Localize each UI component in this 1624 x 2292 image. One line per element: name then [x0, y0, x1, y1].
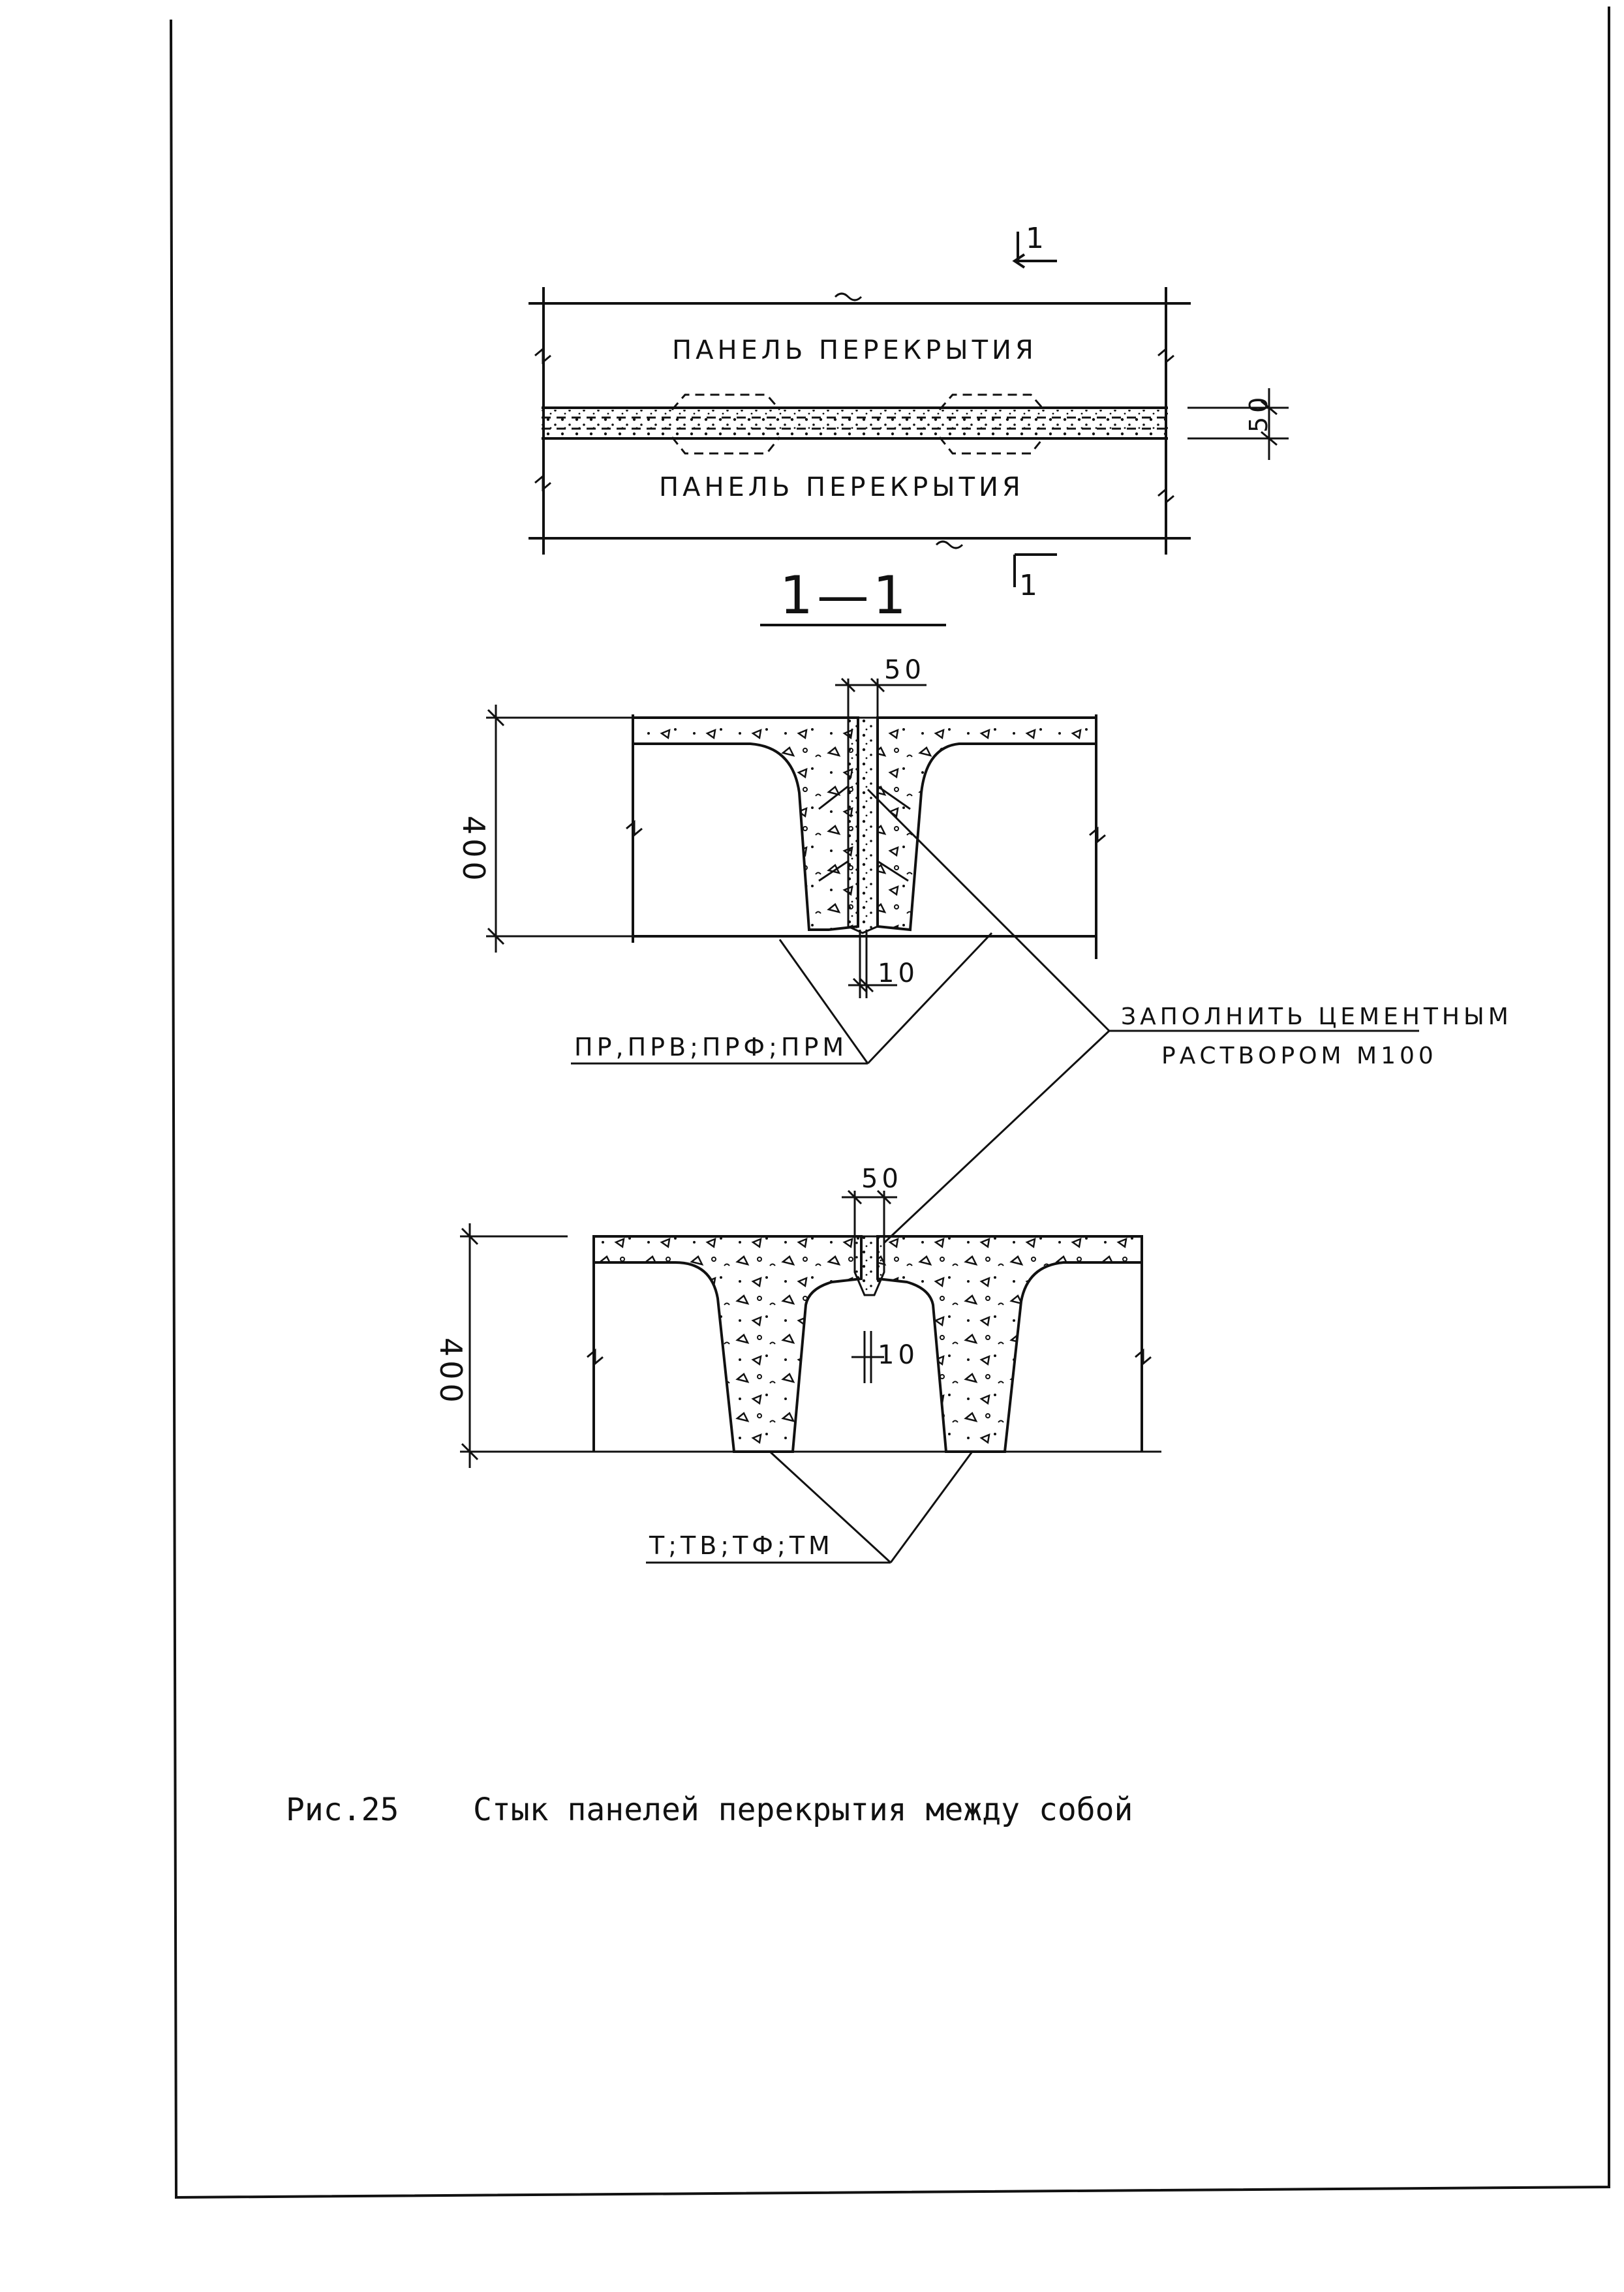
lower-top-gap-value: 50	[861, 1164, 902, 1194]
joint-strip	[542, 393, 1168, 455]
section-mark-label-bottom: 1	[1019, 569, 1041, 602]
upper-floor-panel: ПАНЕЛЬ ПЕРЕКРЫТИЯ	[529, 287, 1191, 555]
note-line-1: ЗАПОЛНИТЬ ЦЕМЕНТНЫМ	[1121, 1003, 1512, 1030]
upper-top-gap-dimension: 50	[835, 655, 927, 718]
upper-height-value: 400	[456, 816, 491, 885]
lower-left-rib	[592, 1235, 863, 1453]
section-mark-label-top: 1	[1026, 222, 1048, 255]
upper-panel-type-callout: ПР,ПРВ;ПРФ;ПРМ	[571, 932, 993, 1065]
section-cut-mark-top: 1	[1012, 222, 1057, 269]
mortar-note-callout: ЗАПОЛНИТЬ ЦЕМЕНТНЫМ РАСТВОРОМ М100	[866, 788, 1512, 1244]
plan-view: 1 1 ПАНЕЛЬ ПЕРЕКРЫТИЯ	[529, 222, 1289, 602]
upper-top-gap-value: 50	[884, 655, 925, 685]
section-title: 1—1	[760, 565, 946, 626]
sheet-frame	[170, 7, 1610, 2199]
note-line-2: РАСТВОРОМ М100	[1161, 1043, 1437, 1069]
lower-bottom-gap-value: 10	[878, 1340, 919, 1370]
joint-width-value: 50	[1244, 393, 1273, 433]
upper-bottom-gap-value: 10	[878, 958, 919, 988]
upper-left-rib	[632, 716, 859, 931]
joint-width-dimension: 50	[1187, 388, 1289, 460]
connection-plate-left	[671, 393, 781, 455]
caption-number: Рис.25	[286, 1792, 399, 1828]
lower-panel-types: Т;ТВ;ТФ;ТМ	[649, 1531, 834, 1560]
lower-section: 400 50 10	[433, 1164, 1161, 1564]
caption-text: Стык панелей перекрытия между собой	[473, 1792, 1133, 1828]
upper-bottom-gap-dimension: 10	[848, 930, 919, 998]
lower-height-dimension: 400	[433, 1223, 1161, 1468]
lower-top-gap-dimension: 50	[842, 1164, 902, 1236]
upper-height-dimension: 400	[456, 705, 646, 953]
upper-mortar-fill	[847, 716, 879, 934]
lower-height-value: 400	[433, 1337, 468, 1407]
upper-panel-types: ПР,ПРВ;ПРФ;ПРМ	[574, 1033, 848, 1062]
figure-caption: Рис.25 Стык панелей перекрытия между соб…	[286, 1792, 1133, 1828]
lower-bottom-gap-dimension: 10	[851, 1331, 919, 1383]
lower-panel-type-callout: Т;ТВ;ТФ;ТМ	[646, 1450, 973, 1564]
upper-section: 400 50 10	[456, 655, 1106, 1065]
lower-floor-panel: ПАНЕЛЬ ПЕРЕКРЫТИЯ	[529, 472, 1191, 549]
section-cut-mark-bottom: 1	[1013, 553, 1057, 602]
lower-mortar-fill	[853, 1235, 885, 1296]
connection-plate-right	[938, 393, 1045, 455]
lower-right-rib	[876, 1235, 1143, 1453]
section-title-text: 1—1	[780, 565, 910, 626]
lower-panel-label: ПАНЕЛЬ ПЕРЕКРЫТИЯ	[659, 472, 1024, 502]
upper-right-rib	[876, 716, 1097, 932]
upper-panel-label: ПАНЕЛЬ ПЕРЕКРЫТИЯ	[672, 335, 1037, 365]
